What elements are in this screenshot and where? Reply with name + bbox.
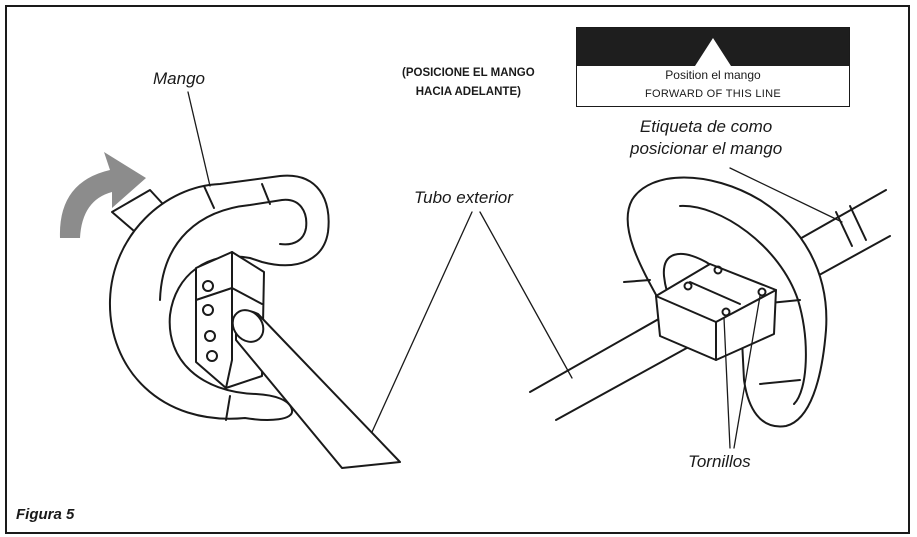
triangle-up-icon — [695, 38, 731, 66]
label-handle: Mango — [153, 69, 205, 88]
leader-decal — [729, 167, 843, 223]
right-screw-4 — [757, 287, 767, 297]
left-screw-2 — [202, 304, 214, 316]
label-decal-callout: Etiqueta de como posicionar el mango — [630, 116, 782, 160]
left-screw-4 — [206, 350, 218, 362]
leader-screw-1 — [723, 317, 731, 449]
handle-position-decal: Position el mango FORWARD OF THIS LINE — [576, 27, 850, 107]
left-handle-loop — [108, 174, 330, 421]
right-assembly-view — [529, 176, 891, 428]
leader-tube-right — [479, 211, 573, 379]
left-screw-3 — [204, 330, 216, 342]
leader-lines — [187, 91, 843, 449]
leader-tube-left — [371, 211, 473, 433]
instruction-note: (POSICIONE EL MANGO HACIA ADELANTE) — [402, 64, 535, 102]
right-screw-3 — [721, 307, 731, 317]
label-decal-line2: posicionar el mango — [630, 139, 783, 158]
curved-arrow-icon — [59, 152, 146, 238]
figure-frame — [5, 5, 910, 534]
right-handle-loop — [626, 176, 828, 428]
instruction-line2: HACIA ADELANTE) — [415, 86, 521, 98]
left-screw-1 — [202, 280, 214, 292]
label-decal-line1: Etiqueta de como — [639, 117, 773, 136]
decal-text-line1: Position el mango — [665, 68, 761, 82]
right-screw-2 — [713, 265, 723, 275]
left-assembly-view — [59, 152, 401, 469]
label-outer-tube: Tubo exterior — [414, 188, 513, 207]
decal-text-line2: FORWARD OF THIS LINE — [645, 88, 781, 100]
leader-screw-2 — [733, 295, 761, 449]
right-screw-1 — [683, 281, 693, 291]
figure-caption: Figura 5 — [16, 506, 75, 523]
instruction-line1: (POSICIONE EL MANGO — [402, 67, 535, 79]
label-screws: Tornillos — [688, 452, 751, 471]
leader-handle — [187, 91, 211, 187]
